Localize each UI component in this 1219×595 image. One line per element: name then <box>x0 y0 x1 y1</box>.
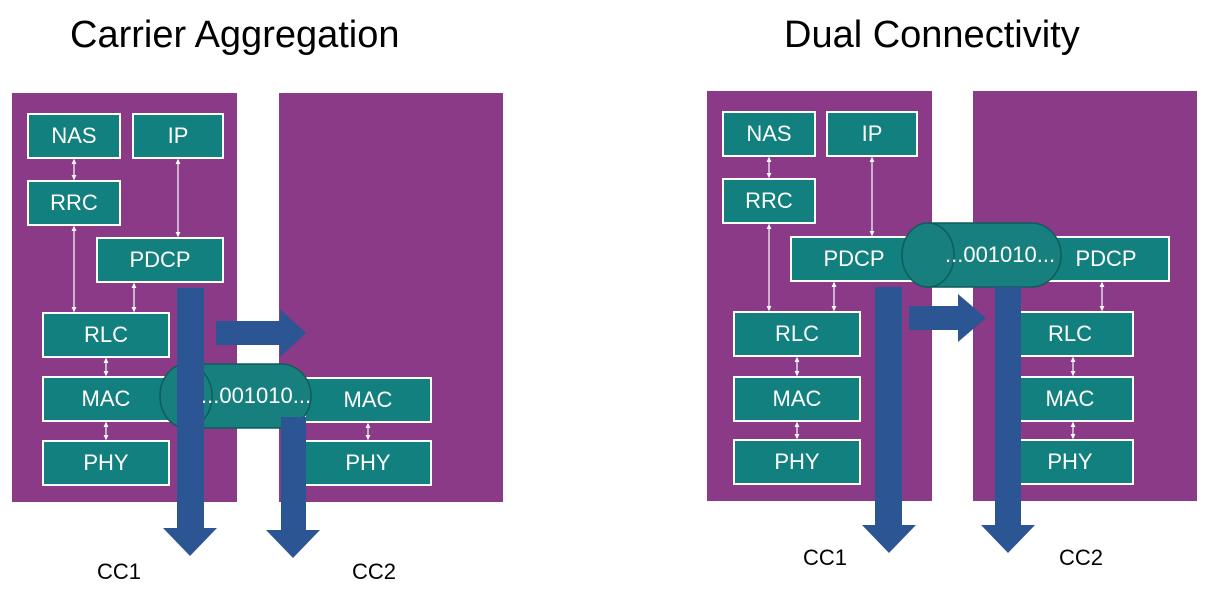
dc-bit-pipe <box>901 222 1062 288</box>
dc-pdcp-box-2: PDCP <box>1042 236 1170 282</box>
dc-ip-box: IP <box>826 111 918 157</box>
ca-bit-pattern: ...001010... <box>201 383 312 408</box>
dc-forward-arrow <box>909 294 986 342</box>
dc-rlc-box-2: RLC <box>1006 311 1134 357</box>
dc-nas-box: NAS <box>722 111 816 157</box>
dual-connectivity-title: Dual Connectivity <box>784 14 1080 56</box>
dc-cc2-arrow <box>981 287 1035 553</box>
ca-rrc-box: RRC <box>27 180 121 226</box>
dc-bit-pattern: ...001010... <box>945 242 1056 267</box>
ca-cc1-arrow <box>163 288 217 556</box>
carrier-aggregation-title: Carrier Aggregation <box>70 14 400 56</box>
dc-mac-box: MAC <box>733 376 861 422</box>
ca-mac-box-2: MAC <box>304 377 432 423</box>
dc-cc2-label: CC2 <box>1059 545 1104 570</box>
dc-cc1-label: CC1 <box>803 545 848 570</box>
ca-phy-box-2: PHY <box>304 440 432 486</box>
ca-rlc-box: RLC <box>42 312 170 358</box>
dc-connectors <box>766 156 1105 440</box>
ca-phy-box: PHY <box>42 440 170 486</box>
ca-mac-box: MAC <box>42 376 170 422</box>
dc-pdcp-box: PDCP <box>790 236 918 282</box>
ca-nas-box: NAS <box>27 113 121 159</box>
dc-phy-box-2: PHY <box>1006 439 1134 485</box>
ca-cc2-label: CC2 <box>352 559 397 584</box>
dc-mac-box-2: MAC <box>1006 376 1134 422</box>
dc-phy-box: PHY <box>733 439 861 485</box>
ca-cc2-arrow <box>266 417 320 558</box>
ca-ip-box: IP <box>132 113 224 159</box>
ca-pdcp-box: PDCP <box>96 237 224 283</box>
ca-forward-arrow <box>216 309 306 357</box>
dc-rlc-box: RLC <box>733 311 861 357</box>
dc-rrc-box: RRC <box>722 178 816 224</box>
ca-device-panel-2 <box>279 93 503 502</box>
ca-cc1-label: CC1 <box>97 559 142 584</box>
dc-cc1-arrow <box>862 287 916 553</box>
ca-connectors <box>71 158 371 441</box>
